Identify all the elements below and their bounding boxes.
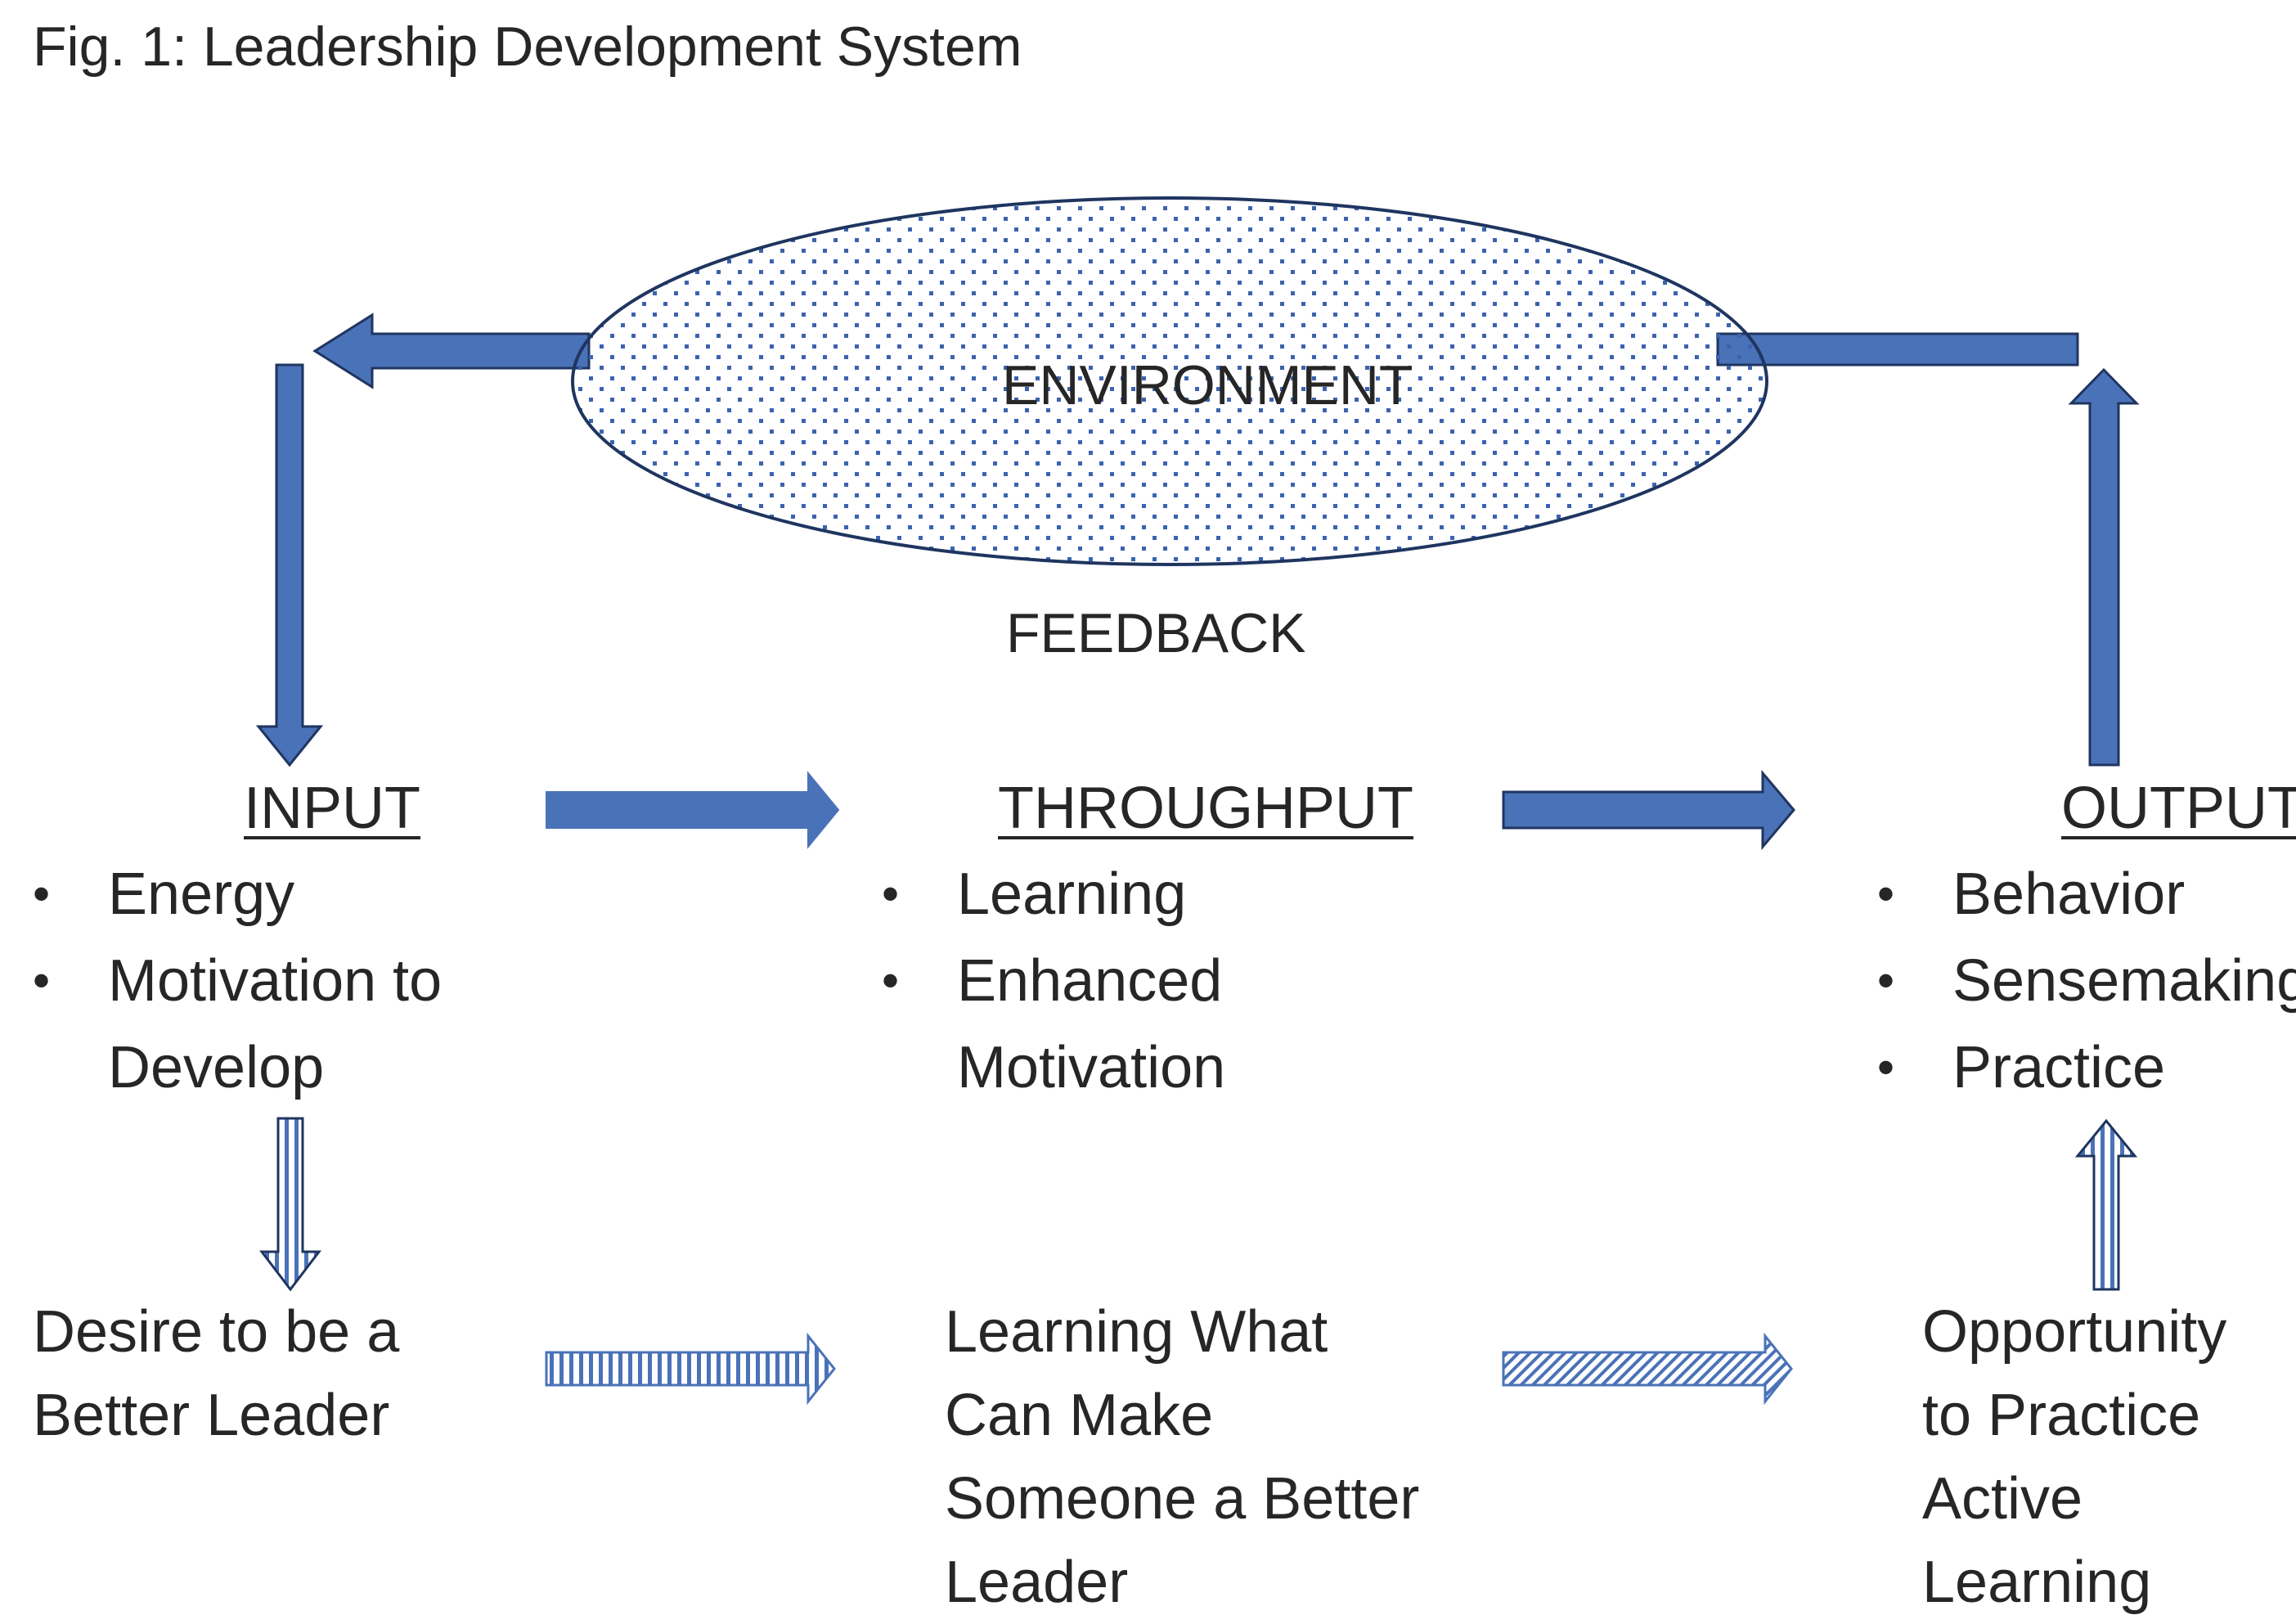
throughput-heading: THROUGHPUT bbox=[998, 776, 1413, 841]
input-bullet-list: Energy Motivation to Develop bbox=[33, 851, 484, 1111]
list-item: Sensemaking bbox=[1877, 938, 2296, 1024]
output-bullet-list: Behavior Sensemaking Practice bbox=[1877, 851, 2296, 1111]
input-heading: INPUT bbox=[244, 776, 420, 841]
list-item: Enhanced Motivation bbox=[882, 938, 1235, 1111]
leadership-system-diagram bbox=[255, 196, 2140, 1406]
list-item: Practice bbox=[1877, 1024, 2296, 1111]
throughput-bottom-text: Learning What Can Make Someone a Better … bbox=[945, 1299, 1420, 1615]
input-to-throughput-arrow bbox=[546, 771, 840, 849]
environment-ellipse bbox=[571, 196, 1768, 566]
desire-to-learning-arrow bbox=[545, 1332, 836, 1406]
environment-label: ENVIRONMENT bbox=[1002, 354, 1413, 416]
feedback-up-arrow bbox=[2068, 367, 2140, 767]
feedback-left-arrow bbox=[312, 313, 591, 389]
feedback-bar-right bbox=[1716, 332, 2079, 367]
list-item: Energy bbox=[33, 851, 484, 938]
throughput-bullet-list: Learning Enhanced Motivation bbox=[882, 851, 1235, 1111]
input-bottom-text: Desire to be a Better Leader bbox=[33, 1299, 400, 1448]
feedback-down-arrow bbox=[255, 363, 324, 767]
list-item: Learning bbox=[882, 851, 1235, 938]
learning-to-opportunity-arrow bbox=[1502, 1332, 1793, 1406]
figure-title: Fig. 1: Leadership Development System bbox=[33, 16, 1022, 78]
opportunity-to-output-arrow bbox=[2074, 1118, 2138, 1291]
output-bottom-text: Opportunity to Practice Active Learning bbox=[1922, 1299, 2227, 1615]
feedback-label: FEEDBACK bbox=[1006, 602, 1306, 664]
list-item: Motivation to Develop bbox=[33, 938, 484, 1111]
output-heading: OUTPUT bbox=[2061, 776, 2296, 841]
list-item: Behavior bbox=[1877, 851, 2296, 938]
throughput-to-output-arrow bbox=[1502, 769, 1795, 851]
input-to-desire-arrow bbox=[258, 1117, 322, 1292]
